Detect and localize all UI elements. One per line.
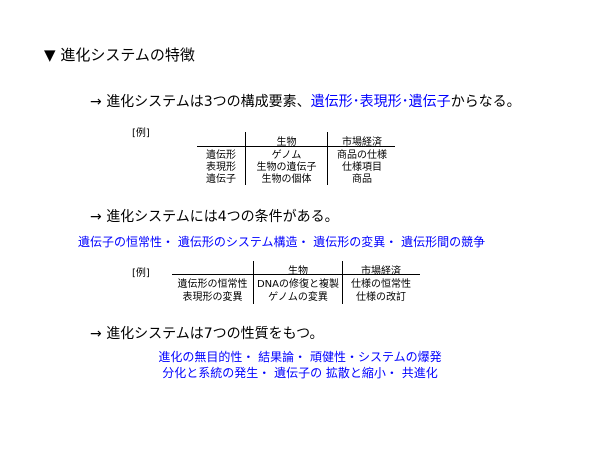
table2-hrule	[172, 274, 420, 275]
table1-header: 生物	[276, 137, 297, 148]
table2-cell: 表現形の変異	[182, 292, 243, 303]
table2-header: 生物	[288, 266, 308, 277]
table2-cell: DNAの修復と複製	[256, 279, 340, 290]
table2-header: 市場経済	[361, 266, 401, 277]
s1-prefix: 進化システムは3つの構成要素、	[106, 94, 311, 110]
table1-cell: 表現形	[206, 162, 236, 173]
slide-title: ▼ 進化システムの特徴	[44, 44, 195, 65]
conditions-list: 遺伝子の恒常性・ 遺伝形のシステム構造・ 遺伝形の変異・ 遺伝形間の競争	[78, 235, 486, 249]
table1-cell: 商品	[352, 174, 372, 185]
triangle-marker-icon: ▼	[44, 46, 56, 64]
table2-cell: 仕様の改訂	[356, 292, 406, 303]
table2-vrule	[342, 261, 343, 304]
table1-vrule	[327, 132, 328, 185]
table1-cell: 仕様項目	[342, 162, 382, 173]
s2-text: 進化システムには4つの条件がある。	[106, 209, 339, 225]
table2-cell: 仕様の恒常性	[351, 279, 411, 290]
statement-3: → 進化システムは7つの性質をもつ。	[90, 323, 324, 343]
table1-hrule	[197, 146, 395, 147]
table1-cell: 商品の仕様	[337, 150, 387, 161]
table1-label: [例]	[132, 128, 150, 139]
arrow-icon: →	[90, 94, 102, 110]
table2-cell: ゲノムの変異	[268, 292, 328, 303]
table2-label: [例]	[132, 268, 150, 279]
table2-cell: 遺伝形の恒常性	[177, 279, 248, 290]
properties-line-2: 分化と系統の発生・ 遺伝子の 拡散と縮小・ 共進化	[162, 366, 438, 380]
table1-vrule	[245, 132, 246, 185]
table2-vrule	[253, 261, 254, 304]
table1-cell: 生物の遺伝子	[256, 162, 317, 173]
s1-suffix: からなる。	[450, 94, 521, 110]
statement-1: → 進化システムは3つの構成要素、遺伝形･表現形･遺伝子からなる。	[90, 91, 521, 111]
table1-header: 市場経済	[342, 137, 382, 148]
s3-text: 進化システムは7つの性質をもつ。	[106, 326, 324, 342]
table1-cell: ゲノム	[271, 150, 302, 161]
table1-cell: 遺伝子	[206, 174, 236, 185]
statement-2: → 進化システムには4つの条件がある。	[90, 206, 339, 226]
table1-cell: 生物の個体	[261, 174, 312, 185]
title-text: 進化システムの特徴	[60, 46, 195, 64]
arrow-icon: →	[90, 209, 102, 225]
s1-highlight: 遺伝形･表現形･遺伝子	[310, 94, 451, 110]
arrow-icon: →	[90, 326, 102, 342]
properties-line-1: 進化の無目的性・ 結果論・ 頑健性・システムの爆発	[158, 350, 442, 364]
table1-cell: 遺伝形	[206, 150, 236, 161]
